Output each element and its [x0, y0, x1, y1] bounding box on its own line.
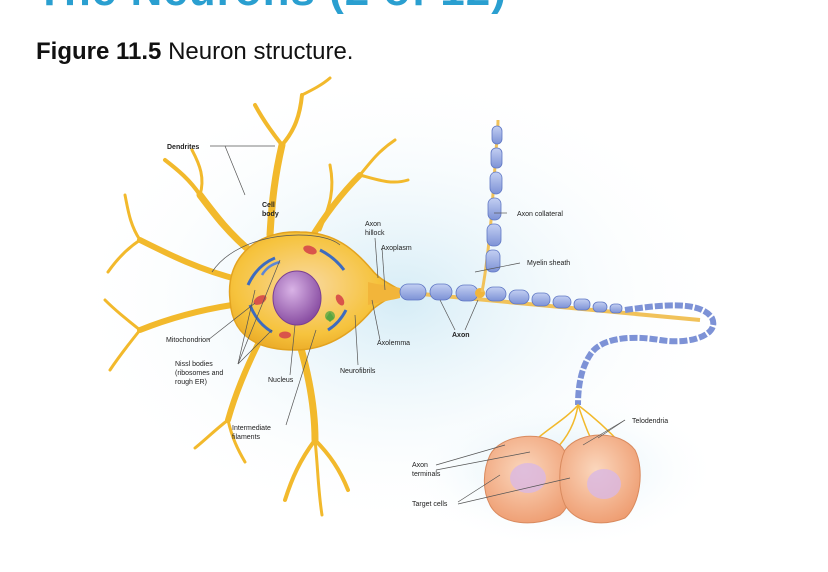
- label-axon-terminals-1: Axon: [412, 462, 428, 469]
- cell-body: [228, 231, 402, 351]
- label-intermediate-1: Intermediate: [232, 425, 271, 432]
- label-axoplasm: Axoplasm: [381, 245, 412, 252]
- axon: [399, 119, 717, 406]
- figure-caption: Figure 11.5 Neuron structure.: [36, 38, 353, 66]
- label-nissl-1: Nissl bodies: [175, 361, 213, 368]
- label-target-cells: Target cells: [412, 501, 448, 508]
- label-nissl-2: (ribosomes and: [175, 370, 223, 377]
- label-axon-hillock-1: Axon: [365, 221, 381, 228]
- label-cell-body-1: Cell: [262, 202, 275, 209]
- label-axon-collateral: Axon collateral: [517, 211, 563, 218]
- label-telodendria: Telodendria: [632, 418, 668, 425]
- label-dendrites: Dendrites: [167, 144, 199, 151]
- label-intermediate-2: filaments: [232, 434, 261, 441]
- label-nucleus: Nucleus: [268, 377, 294, 384]
- label-axon: Axon: [452, 332, 470, 339]
- label-axolemma: Axolemma: [377, 340, 410, 347]
- label-axon-terminals-2: terminals: [412, 471, 441, 478]
- axon-hillock: [368, 282, 400, 305]
- leader-lines: [207, 145, 626, 505]
- diagram-labels: Dendrites Cell body Axon hillock Axoplas…: [166, 144, 668, 508]
- label-myelin-sheath: Myelin sheath: [527, 260, 570, 267]
- label-axon-hillock-2: hillock: [365, 230, 385, 237]
- target-cells: [483, 434, 641, 524]
- label-neurofibrils: Neurofibrils: [340, 368, 376, 375]
- label-cell-body-2: body: [262, 211, 279, 218]
- label-nissl-3: rough ER): [175, 379, 207, 386]
- label-mitochondrion: Mitochondrion: [166, 337, 210, 344]
- figure-caption-text: Neuron structure.: [168, 38, 354, 65]
- figure-number: Figure 11.5: [36, 38, 162, 65]
